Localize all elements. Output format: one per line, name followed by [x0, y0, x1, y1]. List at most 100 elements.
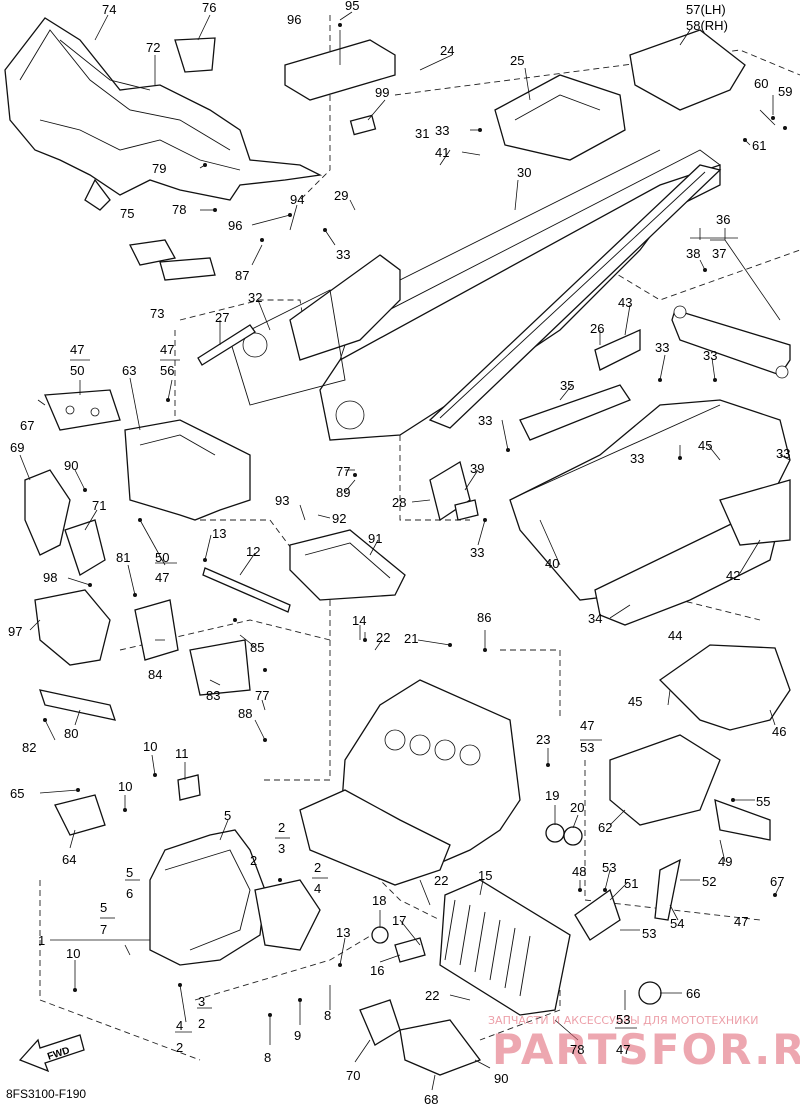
part-26	[428, 164, 722, 429]
callout-53a: 53	[580, 740, 594, 755]
part-50-bracket	[44, 389, 121, 431]
callout-22c: 22	[425, 988, 439, 1003]
part-49	[714, 799, 771, 841]
callout-73: 73	[150, 306, 164, 321]
callout-81: 81	[116, 550, 130, 565]
callout-98: 98	[43, 570, 57, 585]
callout-80: 80	[64, 726, 78, 741]
callout-44: 44	[668, 628, 682, 643]
callout-5b: 5	[126, 865, 133, 880]
callout-45b: 45	[628, 694, 642, 709]
part-64	[54, 794, 106, 836]
callout-91: 91	[368, 531, 382, 546]
callout-2e: 2	[176, 1040, 183, 1055]
leader-lines	[19, 11, 791, 1091]
callout-23: 23	[536, 732, 550, 747]
part-95	[284, 39, 396, 101]
part-52	[654, 858, 681, 921]
part-97	[34, 589, 111, 666]
rear-tunnel	[509, 399, 791, 626]
callout-64: 64	[62, 852, 76, 867]
callout-25: 25	[510, 53, 524, 68]
callout-94: 94	[290, 192, 304, 207]
callout-4b: 4	[176, 1018, 183, 1033]
callout-5a: 5	[224, 808, 231, 823]
callout-9: 9	[294, 1028, 301, 1043]
part-44	[658, 644, 791, 731]
nose-pan-assembly	[4, 17, 323, 211]
callout-67b: 67	[770, 874, 784, 889]
callout-78b: 78	[570, 1042, 584, 1057]
callout-57: 57(LH)	[686, 2, 726, 17]
part-36	[671, 309, 791, 376]
callout-33a: 33	[435, 123, 449, 138]
callout-33g: 33	[776, 446, 790, 461]
callout-6: 6	[126, 886, 133, 901]
callout-8b: 8	[264, 1050, 271, 1065]
callout-99: 99	[375, 85, 389, 100]
callout-70: 70	[346, 1068, 360, 1083]
callout-5c: 5	[100, 900, 107, 915]
callout-82: 82	[22, 740, 36, 755]
part-35	[519, 384, 631, 441]
callout-18: 18	[372, 893, 386, 908]
callout-15: 15	[478, 868, 492, 883]
callout-10c: 10	[66, 946, 80, 961]
part-25	[494, 74, 626, 161]
callout-96b: 96	[228, 218, 242, 233]
callout-31: 31	[415, 126, 429, 141]
callout-96a: 96	[287, 12, 301, 27]
callout-52: 52	[702, 874, 716, 889]
part-43	[594, 328, 641, 371]
part-11	[177, 774, 201, 801]
callout-39: 39	[470, 461, 484, 476]
callout-47c: 47	[155, 570, 169, 585]
callout-48: 48	[572, 864, 586, 879]
callout-50a: 50	[70, 363, 84, 378]
callout-46: 46	[772, 724, 786, 739]
callout-21: 21	[404, 631, 418, 646]
callout-2c: 2	[314, 860, 321, 875]
callout-1: 1	[38, 933, 45, 948]
callout-84: 84	[148, 667, 162, 682]
callout-47f: 47	[616, 1042, 630, 1057]
callout-2b: 2	[250, 853, 257, 868]
part-73	[159, 257, 216, 281]
callout-41: 41	[435, 145, 449, 160]
callout-22b: 22	[434, 873, 448, 888]
watermark: ЗАПЧАСТИ И АКСЕССУАРЫ ДЛЯ МОТОТЕХНИКИ PA…	[488, 1014, 800, 1074]
part-57-58	[629, 29, 746, 111]
callout-68: 68	[424, 1092, 438, 1106]
callout-93: 93	[275, 493, 289, 508]
callout-92: 92	[332, 511, 346, 526]
callout-76: 76	[202, 0, 216, 15]
part-69	[24, 469, 71, 556]
callout-38: 38	[686, 246, 700, 261]
callout-71: 71	[92, 498, 106, 513]
callout-8a: 8	[324, 1008, 331, 1023]
part-68	[399, 1019, 482, 1076]
callout-17: 17	[392, 913, 406, 928]
callout-47e: 47	[734, 914, 748, 929]
callout-36: 36	[716, 212, 730, 227]
callout-53d: 53	[616, 1012, 630, 1027]
callout-59: 59	[778, 84, 792, 99]
part-20	[563, 826, 583, 846]
part-99	[349, 114, 377, 136]
callout-54: 54	[670, 916, 684, 931]
callout-65: 65	[10, 786, 24, 801]
callout-90a: 90	[64, 458, 78, 473]
callout-33h: 33	[470, 545, 484, 560]
part-66	[638, 981, 662, 1005]
callout-53c: 53	[642, 926, 656, 941]
callout-45a: 45	[698, 438, 712, 453]
callout-bars	[70, 237, 738, 1033]
callout-69: 69	[10, 440, 24, 455]
callout-77a: 77	[336, 464, 350, 479]
callout-28: 28	[392, 495, 406, 510]
part-84	[134, 599, 179, 661]
callout-88: 88	[238, 706, 252, 721]
callout-56: 56	[160, 363, 174, 378]
watermark-main: PARTSFOR.RU	[492, 1025, 800, 1074]
